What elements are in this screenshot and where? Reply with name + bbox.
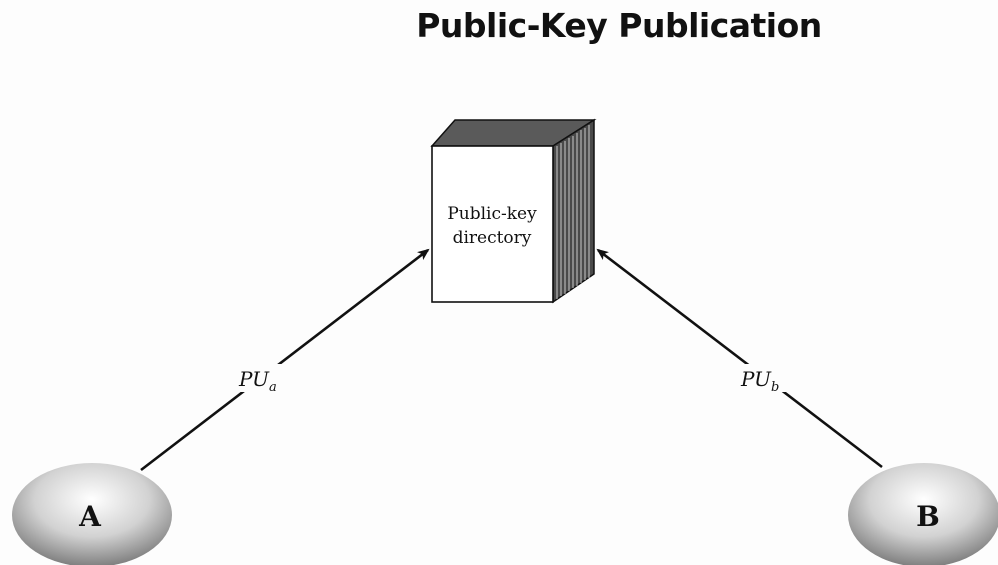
diagram-title: Public-Key Publication <box>416 6 822 45</box>
node-b-oval <box>848 463 998 565</box>
label-b-backdrop <box>738 364 788 392</box>
pu-b-main: PU <box>740 367 772 391</box>
directory-label-line1: Public-key <box>447 204 537 224</box>
directory-page-lines <box>556 125 590 299</box>
public-key-directory: Public-key directory <box>430 118 597 304</box>
directory-label-line2: directory <box>453 228 532 248</box>
arrow-a-to-directory <box>140 248 430 472</box>
node-a: A <box>12 463 172 565</box>
pu-b-subscript: b <box>771 380 779 395</box>
directory-side-face <box>552 118 595 304</box>
directory-front-face <box>431 145 554 303</box>
node-b: B <box>848 463 998 565</box>
pu-a-label: PUa <box>238 367 277 395</box>
node-a-oval <box>12 463 172 565</box>
node-a-label: A <box>78 500 102 533</box>
arrow-b-to-directory <box>596 248 883 469</box>
pu-a-main: PU <box>238 367 270 391</box>
label-a-backdrop <box>236 364 286 392</box>
node-b-label: B <box>916 500 940 533</box>
pu-b-label: PUb <box>740 367 779 395</box>
pu-a-subscript: a <box>269 380 277 395</box>
